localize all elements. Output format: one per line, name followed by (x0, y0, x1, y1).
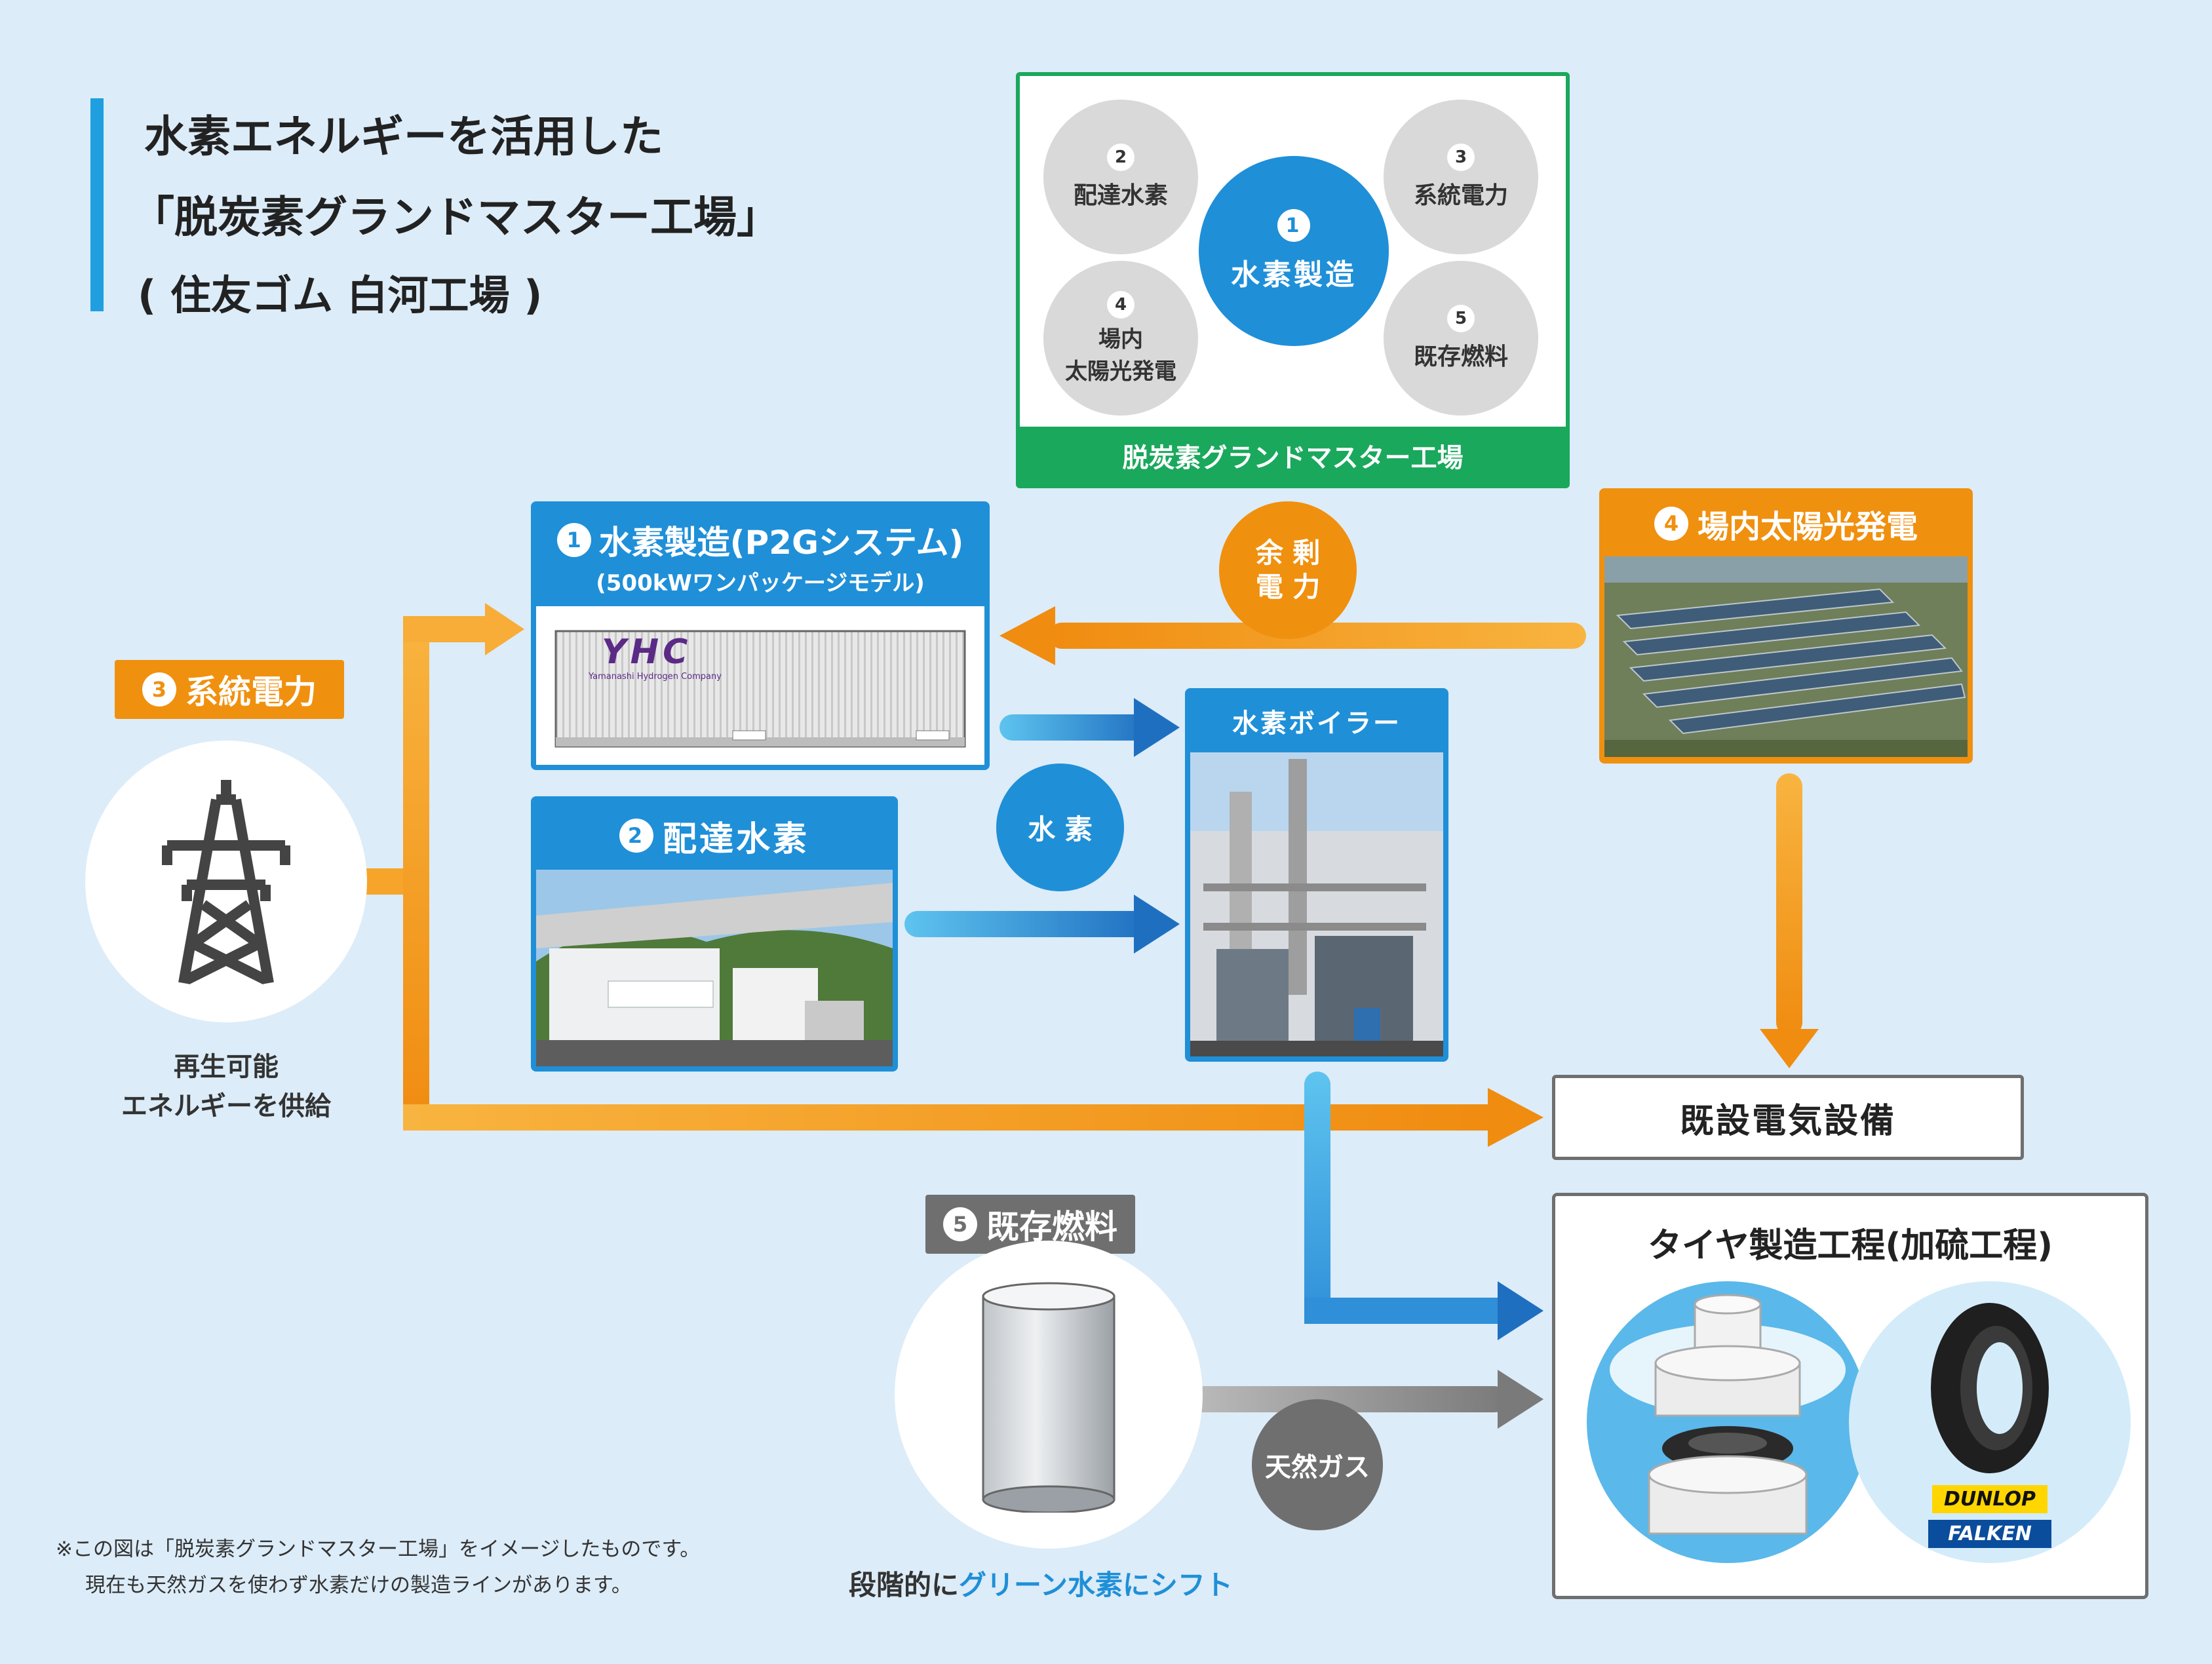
yhc-logo: YHC (602, 632, 692, 672)
shift-caption: 段階的にグリーン水素にシフト (849, 1569, 1233, 1601)
natural-gas-bubble: 天然ガス (1252, 1399, 1383, 1530)
boiler-header: 水素ボイラー (1232, 708, 1401, 739)
boiler-panel: 水素ボイラー (1185, 688, 1448, 1062)
footnote-line-2: 現在も天然ガスを使わず水素だけの製造ラインがあります。 (85, 1574, 632, 1597)
solar-panel: 4 場内太陽光発電 (1599, 488, 1973, 764)
solar-header: 4 場内太陽光発電 (1599, 503, 1973, 545)
boiler-photo (1190, 752, 1443, 1056)
solar-to-equipment-flow (1760, 773, 1819, 1068)
tire-icon (1931, 1303, 2049, 1473)
grid-caption-2: エネルギーを供給 (121, 1091, 331, 1121)
title-line-2: 「脱炭素グランドマスター工場」 (131, 192, 780, 242)
overview-footer: 脱炭素グランドマスター工場 (1020, 427, 1566, 484)
title-line-3: ( 住友ゴム 白河工場 ) (138, 271, 543, 319)
p2g-header: 1 水素製造(P2Gシステム) (531, 517, 990, 563)
overview-panel: 2 配達水素 3 系統電力 4 場内 太陽光発電 5 既存燃料 1 水素製造 脱… (1016, 72, 1570, 488)
existing-equipment-box: 既設電気設備 (1552, 1075, 2024, 1160)
overview-delivered-hydrogen: 2 配達水素 (1043, 100, 1198, 254)
title-accent-bar (90, 98, 104, 311)
vulcanizer-illustration (1610, 1294, 1846, 1535)
tire-process-title: タイヤ製造工程(加硫工程) (1648, 1226, 2053, 1266)
footnote-line-1: ※この図は「脱炭素グランドマスター工場」をイメージしたものです。 (56, 1538, 701, 1561)
overview-onsite-solar: 4 場内 太陽光発電 (1043, 261, 1198, 416)
fuel-tank-circle (895, 1241, 1203, 1549)
hydrogen-station-photo (536, 870, 893, 1066)
hydrogen-container-illustration (554, 630, 966, 748)
tire-process-box: タイヤ製造工程(加硫工程) DUNLOP FALKEN (1552, 1193, 2148, 1599)
hydrogen-flow (904, 698, 1180, 954)
dunlop-logo: DUNLOP (1932, 1485, 2047, 1513)
falken-logo: FALKEN (1928, 1520, 2051, 1548)
vulcanizer-circle (1587, 1281, 1869, 1563)
overview-grid-power: 3 系統電力 (1384, 100, 1538, 254)
grid-power-label: 3 系統電力 (115, 660, 344, 719)
p2g-subtitle: (500kWワンパッケージモデル) (596, 570, 925, 596)
boiler-to-tire-flow (1304, 1072, 1543, 1340)
surplus-power-flow (999, 606, 1586, 665)
tire-circle: DUNLOP FALKEN (1849, 1281, 2131, 1563)
delivered-header: 2 配達水素 (531, 809, 898, 862)
yhc-caption: Yamanashi Hydrogen Company (589, 672, 722, 682)
title-line-1: 水素エネルギーを活用した (144, 111, 663, 162)
overview-existing-fuel: 5 既存燃料 (1384, 261, 1538, 416)
fuel-tank-icon (982, 1282, 1116, 1513)
hydrogen-bubble: 水 素 (996, 764, 1124, 891)
overview-hydrogen-production: 1 水素製造 (1199, 156, 1389, 346)
p2g-panel: 1 水素製造(P2Gシステム) (500kWワンパッケージモデル) YHC Ya… (531, 501, 990, 770)
p2g-image: YHC Yamanashi Hydrogen Company (536, 606, 984, 765)
transmission-tower-icon (162, 780, 290, 985)
surplus-power-bubble: 余 剰 電 力 (1219, 501, 1357, 639)
grid-caption-1: 再生可能 (174, 1052, 279, 1082)
transmission-tower-circle (85, 741, 367, 1022)
delivered-hydrogen-panel: 2 配達水素 (531, 796, 898, 1072)
solar-farm-photo (1604, 556, 1968, 757)
